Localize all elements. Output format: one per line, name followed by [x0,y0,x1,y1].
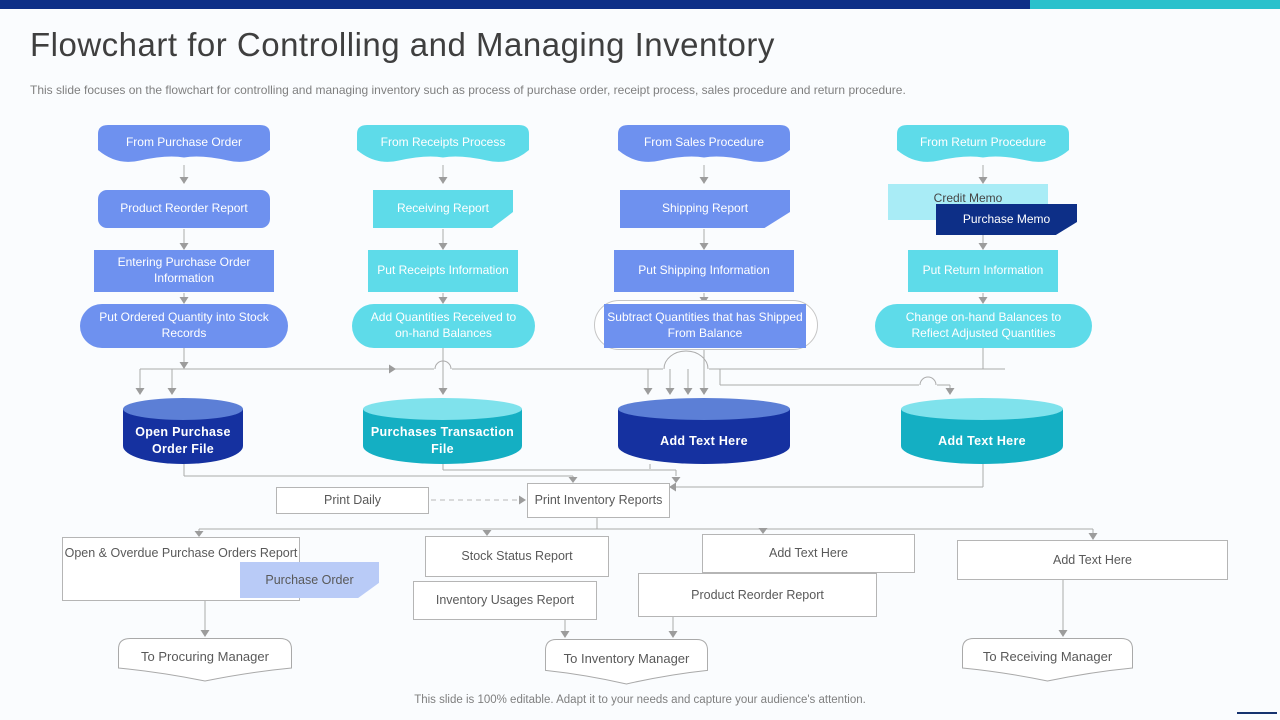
banner-shape-icon [897,125,1069,162]
box-add-text-here-2: Add Text Here [957,540,1228,580]
top-bar-cyan [1030,0,1280,9]
stadium-add-quantities-received: Add Quantities Received to on-hand Balan… [352,304,535,348]
cylinder-open-purchase-order-file: Open Purchase Order File [123,398,243,464]
cylinder-add-text-here-2: Add Text Here [901,398,1063,464]
top-bar-navy [0,0,1030,9]
cylinder-top-icon [901,398,1063,420]
banner-from-receipts-process: From Receipts Process [357,125,529,165]
box-add-text-here-1: Add Text Here [702,534,915,573]
box-product-reorder-report-output: Product Reorder Report [638,573,877,617]
box-stock-status-report: Stock Status Report [425,536,609,577]
banner-from-sales-procedure: From Sales Procedure [618,125,790,165]
banner-label: From Purchase Order [125,134,243,149]
box-put-shipping-information: Put Shipping Information [614,250,794,292]
stadium-subtract-quantities: Subtract Quantities that has Shipped Fro… [604,304,806,348]
pennant-label: To Procuring Manager [141,648,269,664]
page-title: Flowchart for Controlling and Managing I… [30,26,775,63]
cylinder-label: Open Purchase Order File [135,425,231,456]
tag-purchase-order: Purchase Order [240,562,379,598]
pennant-label: To Receiving Manager [982,648,1113,664]
box-print-inventory-reports: Print Inventory Reports [527,483,670,518]
cylinder-add-text-here-1: Add Text Here [618,398,790,464]
pennant-to-procuring-manager: To Procuring Manager [118,638,292,682]
banner-from-purchase-order: From Purchase Order [98,125,270,165]
box-entering-purchase-order-information: Entering Purchase Order Information [94,250,274,292]
box-receiving-report: Receiving Report [373,190,513,228]
stadium-put-ordered-quantity: Put Ordered Quantity into Stock Records [80,304,288,348]
cylinder-purchases-transaction-file: Purchases Transaction File [363,398,522,464]
cylinder-label: Purchases Transaction File [370,425,515,456]
box-product-reorder-report: Product Reorder Report [98,190,270,228]
cylinder-label: Add Text Here [938,433,1026,448]
pennant-shape-icon [118,638,292,682]
stadium-change-on-hand-balances: Change on-hand Balances to Refiect Adjus… [875,304,1092,348]
cylinder-top-icon [123,398,243,420]
pennant-shape-icon [962,638,1133,682]
footer-accent-line [1237,712,1277,714]
banner-label: From Receipts Process [380,134,506,149]
page-subtitle: This slide focuses on the flowchart for … [30,83,906,97]
banner-shape-icon [357,125,529,162]
banner-label: From Sales Procedure [643,134,765,149]
pennant-to-receiving-manager: To Receiving Manager [962,638,1133,682]
box-put-return-information: Put Return Information [908,250,1058,292]
box-put-receipts-information: Put Receipts Information [368,250,518,292]
cylinder-top-icon [618,398,790,420]
box-shipping-report: Shipping Report [620,190,790,228]
banner-shape-icon [618,125,790,162]
pennant-to-inventory-manager: To Inventory Manager [545,639,708,685]
banner-label: From Return Procedure [919,134,1047,149]
cylinder-top-icon [363,398,522,420]
banner-shape-icon [98,125,270,162]
pennant-label: To Inventory Manager [563,650,690,666]
box-print-daily: Print Daily [276,487,429,514]
box-inventory-usages-report: Inventory Usages Report [413,581,597,620]
box-purchase-memo: Purchase Memo [936,204,1077,235]
cylinder-label: Add Text Here [660,433,748,448]
banner-from-return-procedure: From Return Procedure [897,125,1069,165]
pennant-shape-icon [545,639,708,685]
footer-note: This slide is 100% editable. Adapt it to… [414,694,866,706]
